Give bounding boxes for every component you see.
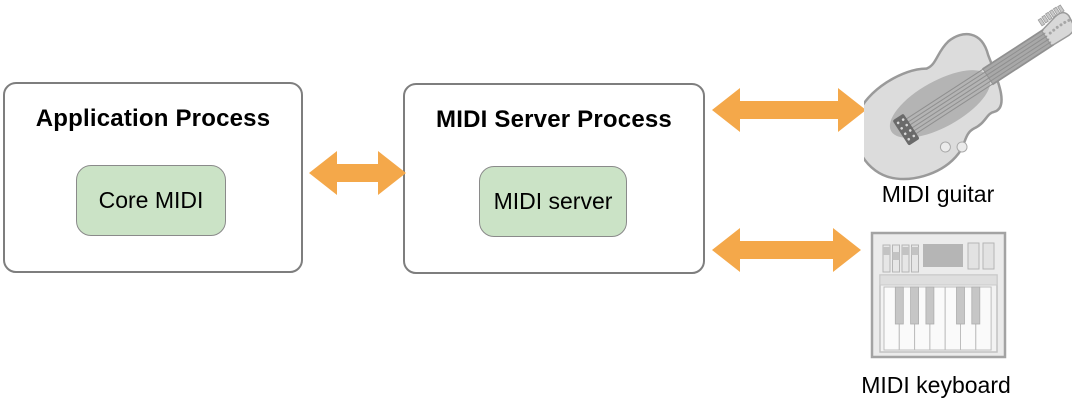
midi-keyboard-label: MIDI keyboard <box>861 372 1011 398</box>
bidirectional-arrow-server-keyboard <box>712 228 861 272</box>
keyboard-icon <box>870 231 1007 359</box>
midi-server-process-box: MIDI Server Process MIDI server <box>403 83 705 274</box>
core-midi-label: Core MIDI <box>98 187 204 213</box>
midi-server-label: MIDI server <box>493 188 613 214</box>
application-process-title: Application Process <box>35 105 271 132</box>
guitar-icon <box>864 4 1072 181</box>
application-process-box: Application Process Core MIDI <box>3 82 303 273</box>
core-midi-component: Core MIDI <box>76 165 226 236</box>
bidirectional-arrow-server-guitar <box>712 88 866 132</box>
midi-server-process-title: MIDI Server Process <box>436 106 672 133</box>
midi-guitar-label: MIDI guitar <box>881 181 995 207</box>
midi-server-component: MIDI server <box>479 166 627 237</box>
bidirectional-arrow-app-server <box>309 151 406 195</box>
